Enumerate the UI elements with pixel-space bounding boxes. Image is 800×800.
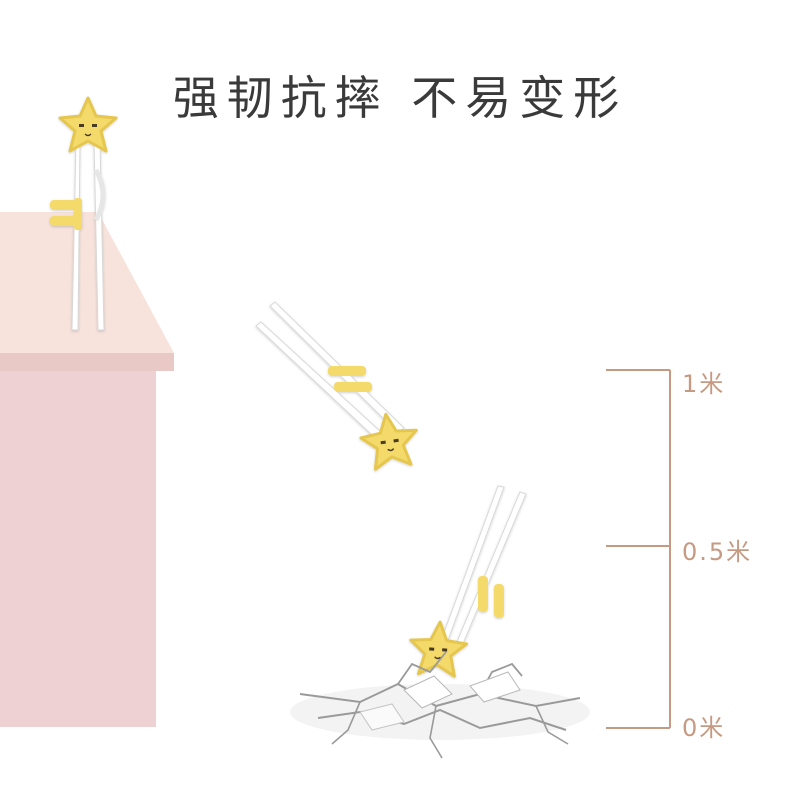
cracked-ground-icon: [290, 651, 590, 759]
headline: 强韧抗摔 不易变形: [172, 71, 628, 125]
height-label-half-m: 0.5米: [682, 538, 753, 566]
table-side: [0, 371, 156, 727]
chopstick-icon: [255, 321, 395, 451]
star-face-icon: [359, 412, 418, 471]
height-label-1m: 1米: [682, 370, 726, 398]
table-top: [0, 212, 174, 353]
height-scale: [606, 369, 671, 729]
height-label-0m: 0米: [682, 714, 726, 742]
table: [0, 212, 174, 727]
star-face-icon: [409, 620, 469, 678]
chopstick-set-impact: [409, 485, 527, 678]
table-top-edge: [0, 353, 174, 371]
star-face-icon: [58, 96, 118, 153]
chopstick-set-falling: [255, 301, 418, 471]
chopstick-set-standing: [50, 96, 118, 331]
